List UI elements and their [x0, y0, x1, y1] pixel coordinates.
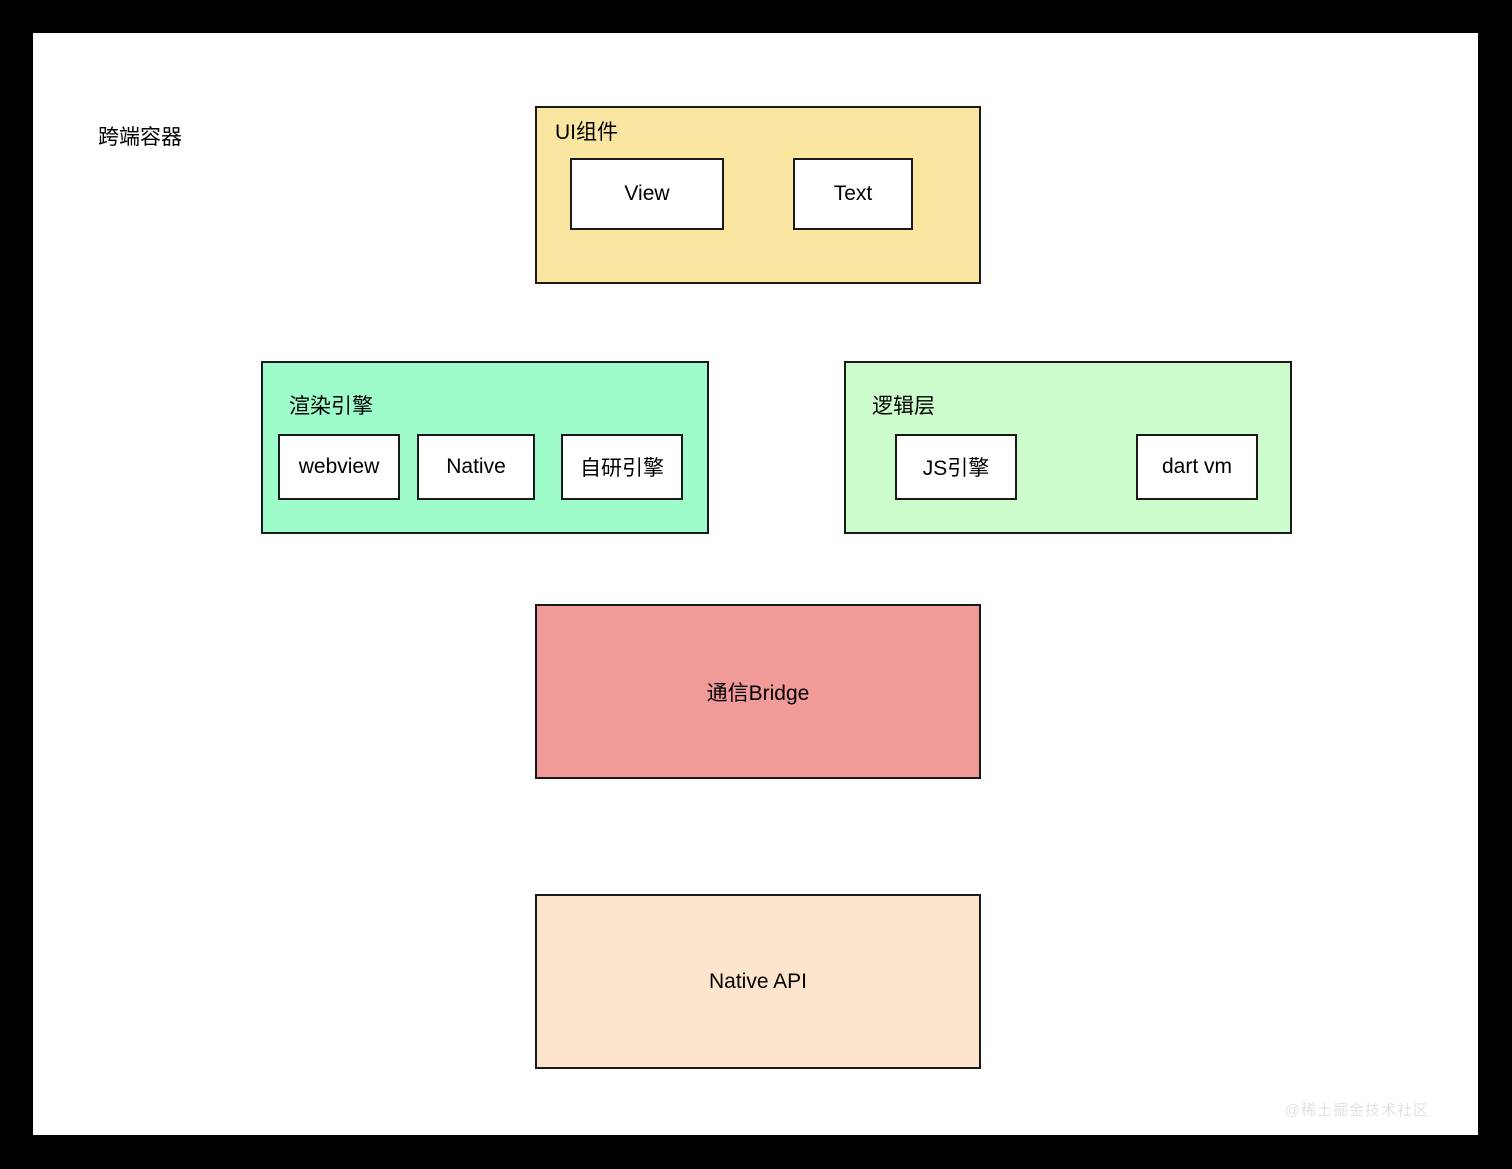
node-label-text: Text [833, 182, 873, 205]
node-view[interactable]: View [570, 158, 724, 230]
node-label-js-engine: JS引擎 [922, 457, 990, 480]
layer-label-bridge: 通信Bridge [706, 681, 810, 705]
diagram-frame: 跨端容器 UI组件 View Text 渲染引擎 webview Native … [33, 33, 1478, 1135]
node-label-self-engine: 自研引擎 [580, 457, 664, 480]
node-text[interactable]: Text [793, 158, 913, 230]
node-dart-vm[interactable]: dart vm [1136, 434, 1258, 500]
layer-native-api[interactable]: Native API [535, 894, 981, 1069]
group-label-render-engine: 渲染引擎 [289, 395, 373, 418]
group-label-logic-layer: 逻辑层 [872, 395, 935, 418]
watermark: @稀土掘金技术社区 [1284, 1102, 1429, 1119]
root-caption: 跨端容器 [98, 126, 182, 149]
node-label-native: Native [446, 455, 506, 478]
node-label-webview: webview [298, 455, 380, 478]
node-label-dart-vm: dart vm [1161, 455, 1232, 478]
node-label-view: View [624, 182, 670, 205]
node-webview[interactable]: webview [278, 434, 400, 500]
node-self-engine[interactable]: 自研引擎 [561, 434, 683, 500]
diagram-surface: 跨端容器 UI组件 View Text 渲染引擎 webview Native … [36, 36, 1475, 1132]
node-js-engine[interactable]: JS引擎 [895, 434, 1017, 500]
group-label-ui-components: UI组件 [555, 121, 618, 144]
node-native[interactable]: Native [417, 434, 535, 500]
layer-bridge[interactable]: 通信Bridge [535, 604, 981, 779]
layer-label-native-api: Native API [708, 969, 808, 993]
